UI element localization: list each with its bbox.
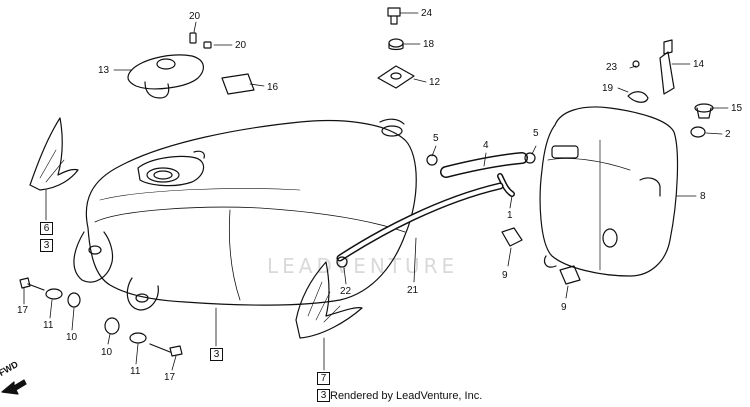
callout-5: 5 — [533, 128, 539, 139]
callout-10: 10 — [66, 332, 78, 343]
gauge-unit — [627, 39, 675, 103]
callout-11: 11 — [130, 366, 141, 377]
callout-19: 19 — [602, 83, 614, 94]
tank-mount-hardware — [377, 7, 415, 89]
callout-9: 9 — [561, 302, 567, 313]
cap-and-grommet — [690, 103, 714, 138]
fuel-tank — [73, 118, 417, 311]
boxed-callout-3: 3 — [317, 389, 330, 402]
callout-21: 21 — [407, 285, 419, 296]
fwd-arrow-icon — [1, 379, 27, 395]
callout-5: 5 — [433, 133, 439, 144]
callout-18: 18 — [423, 39, 435, 50]
left-emblem — [29, 117, 79, 191]
callout-16: 16 — [267, 82, 279, 93]
boxed-callout-7: 7 — [317, 372, 330, 385]
wing-emblem — [295, 261, 363, 339]
callout-10: 10 — [101, 347, 113, 358]
callout-22: 22 — [340, 286, 352, 297]
callout-23: 23 — [606, 62, 618, 73]
mounting-hardware — [19, 277, 183, 357]
boxed-callout-3: 3 — [210, 348, 223, 361]
fuel-cap — [127, 54, 204, 99]
callout-12: 12 — [429, 77, 441, 88]
callout-8: 8 — [700, 191, 706, 202]
callout-20: 20 — [235, 40, 247, 51]
callout-20: 20 — [189, 11, 201, 22]
callout-9: 9 — [502, 270, 508, 281]
render-credit: Rendered by LeadVenture, Inc. — [330, 390, 483, 402]
callout-14: 14 — [693, 59, 705, 70]
callout-2: 2 — [725, 129, 731, 140]
breather-tube — [336, 182, 504, 268]
reserve-tank — [539, 106, 679, 277]
callout-13: 13 — [98, 65, 110, 76]
callout-24: 24 — [421, 8, 433, 19]
callout-17: 17 — [164, 372, 176, 383]
leader-lines — [23, 12, 729, 371]
callout-4: 4 — [483, 140, 489, 151]
callout-17: 17 — [17, 305, 29, 316]
boxed-callout-6: 6 — [40, 222, 53, 235]
cap-screws — [189, 32, 212, 49]
caution-label — [221, 73, 255, 95]
watermark: LEADVENTURE — [267, 254, 459, 278]
boxed-callout-3: 3 — [40, 239, 53, 252]
callout-1: 1 — [507, 210, 513, 221]
callout-15: 15 — [731, 103, 743, 114]
callout-11: 11 — [43, 320, 54, 331]
rubber-cushions — [501, 227, 581, 285]
